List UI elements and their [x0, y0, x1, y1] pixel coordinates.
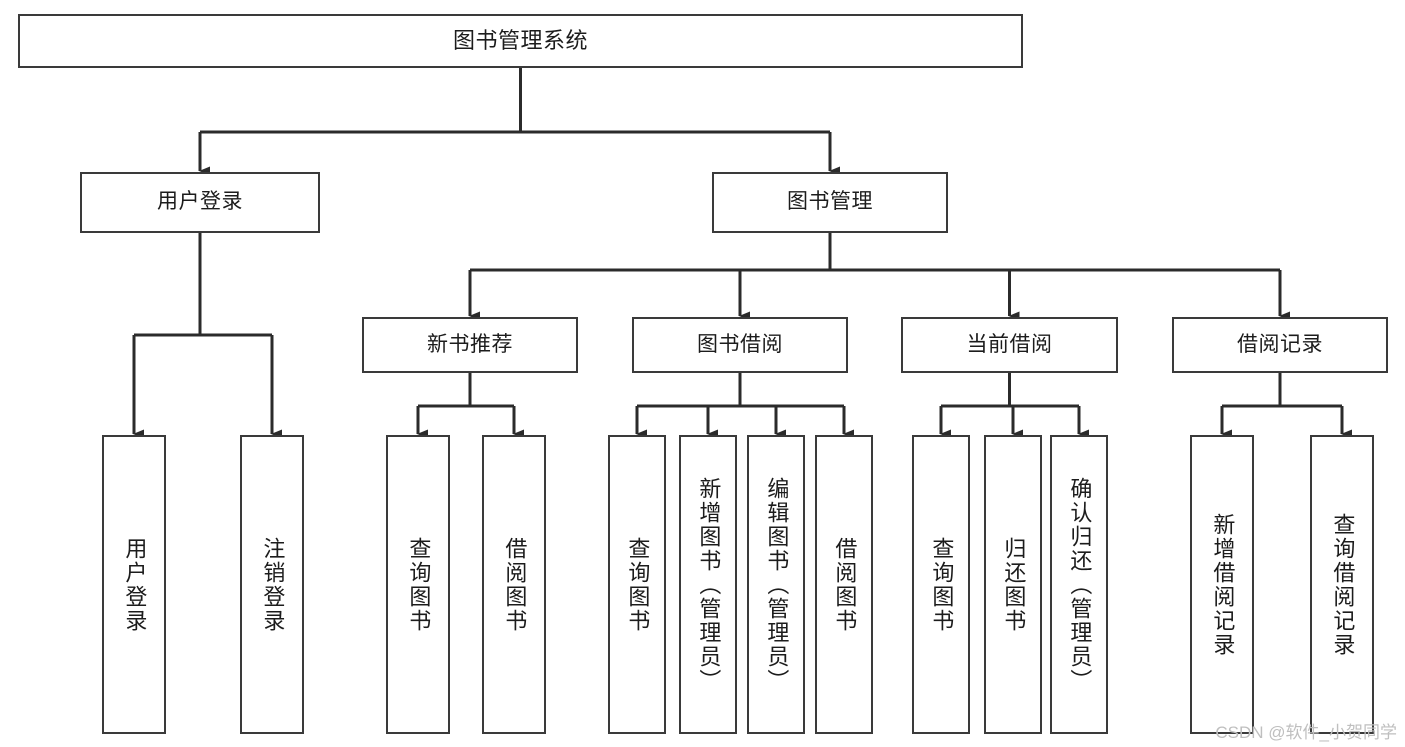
node-label: 图书管理	[787, 190, 873, 214]
node-leaf-borrow-book-1[interactable]: 借阅图书	[482, 435, 546, 734]
node-label: 查询图书	[406, 536, 432, 633]
node-label: 新书推荐	[427, 332, 513, 356]
node-leaf-user-login[interactable]: 用户登录	[102, 435, 166, 734]
node-new-book-rec[interactable]: 新书推荐	[362, 317, 578, 373]
node-leaf-borrow-book-2[interactable]: 借阅图书	[815, 435, 873, 734]
node-book-borrow[interactable]: 图书借阅	[632, 317, 848, 373]
node-leaf-query-book-1[interactable]: 查询图书	[386, 435, 450, 734]
node-label: 图书借阅	[697, 332, 783, 356]
node-root[interactable]: 图书管理系统	[18, 14, 1023, 68]
node-label: 新增借阅记录	[1210, 512, 1236, 657]
node-leaf-add-book[interactable]: 新增图书（管理员）	[679, 435, 737, 734]
node-user-login[interactable]: 用户登录	[80, 172, 320, 233]
node-leaf-confirm-ret[interactable]: 确认归还（管理员）	[1050, 435, 1108, 734]
node-label: 当前借阅	[966, 332, 1053, 356]
node-label: 借阅记录	[1237, 332, 1323, 356]
node-label: 编辑图书（管理员）	[764, 476, 790, 693]
node-label: 用户登录	[122, 536, 148, 633]
node-cur-borrow[interactable]: 当前借阅	[901, 317, 1118, 373]
node-leaf-query-book-2[interactable]: 查询图书	[608, 435, 666, 734]
node-leaf-add-log[interactable]: 新增借阅记录	[1190, 435, 1254, 734]
node-label: 确认归还（管理员）	[1067, 476, 1093, 693]
node-leaf-return-book[interactable]: 归还图书	[984, 435, 1042, 734]
node-leaf-query-book-3[interactable]: 查询图书	[912, 435, 970, 734]
node-leaf-user-logout[interactable]: 注销登录	[240, 435, 304, 734]
node-label: 借阅图书	[502, 536, 528, 633]
csdn-watermark: CSDN @软件_小贺同学	[1215, 723, 1397, 742]
node-label: 查询借阅记录	[1330, 512, 1356, 657]
node-label: 借阅图书	[832, 536, 858, 633]
node-leaf-query-log[interactable]: 查询借阅记录	[1310, 435, 1374, 734]
node-label: 查询图书	[625, 536, 651, 633]
node-label: 注销登录	[260, 536, 286, 633]
node-borrow-log[interactable]: 借阅记录	[1172, 317, 1388, 373]
node-label: 用户登录	[157, 190, 243, 214]
node-label: 归还图书	[1001, 536, 1027, 633]
node-leaf-edit-book[interactable]: 编辑图书（管理员）	[747, 435, 805, 734]
node-label: 查询图书	[929, 536, 955, 633]
node-label: 图书管理系统	[452, 28, 588, 54]
node-label: 新增图书（管理员）	[696, 476, 722, 693]
node-book-manage[interactable]: 图书管理	[712, 172, 948, 233]
